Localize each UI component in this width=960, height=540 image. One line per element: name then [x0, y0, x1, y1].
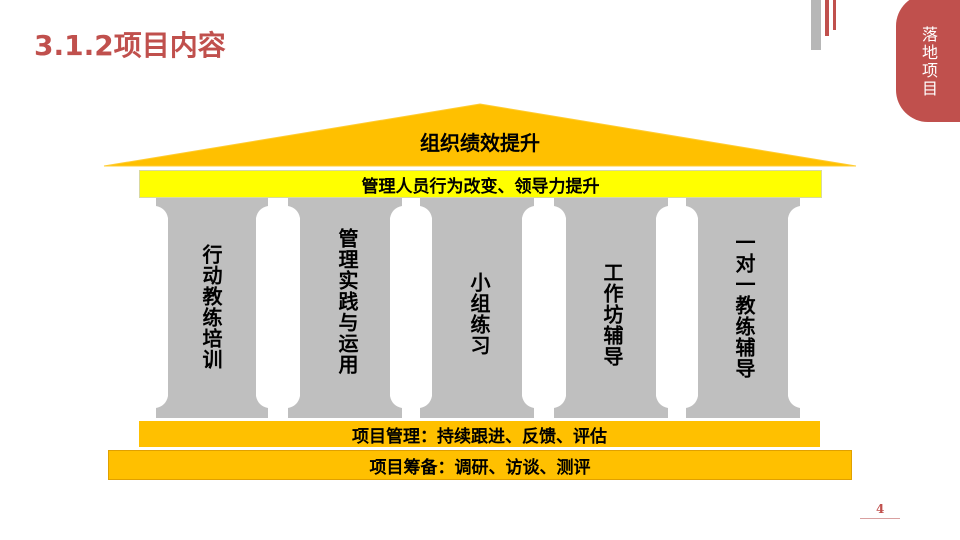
pillar-3: [420, 198, 534, 418]
top-band-label: 管理人员行为改变、领导力提升: [361, 176, 600, 197]
management-band: 项目管理：持续跟进、反馈、评估: [139, 421, 820, 447]
pillar-4: [554, 198, 668, 418]
section-badge: 落地项目: [896, 0, 960, 122]
pillar-3-label: 小组练习: [467, 272, 491, 356]
pillar-5-label: 一对一教练辅导: [732, 232, 756, 379]
pillar-1-label: 行动教练培训: [199, 244, 223, 370]
foundation-band: 项目筹备：调研、访谈、测评: [108, 450, 852, 480]
section-badge-label: 落地项目: [919, 26, 938, 98]
roof: [103, 103, 857, 167]
decorative-bar: [825, 0, 829, 36]
page-number: 4: [876, 502, 885, 516]
footer-divider: [860, 518, 900, 519]
page-title: 3.1.2项目内容: [34, 29, 226, 62]
decorative-bar: [833, 0, 836, 30]
top-band: 管理人员行为改变、领导力提升: [139, 170, 822, 198]
decorative-bar: [811, 0, 821, 50]
pillar-2-label: 管理实践与运用: [335, 228, 359, 375]
management-band-label: 项目管理：持续跟进、反馈、评估: [352, 426, 607, 447]
pillar-5: [686, 198, 800, 418]
roof-label: 组织绩效提升: [420, 131, 540, 155]
pillar-4-label: 工作坊辅导: [600, 262, 624, 367]
pillar-1: [156, 198, 268, 418]
foundation-band-label: 项目筹备：调研、访谈、测评: [369, 457, 591, 478]
pillar-2: [288, 198, 402, 418]
